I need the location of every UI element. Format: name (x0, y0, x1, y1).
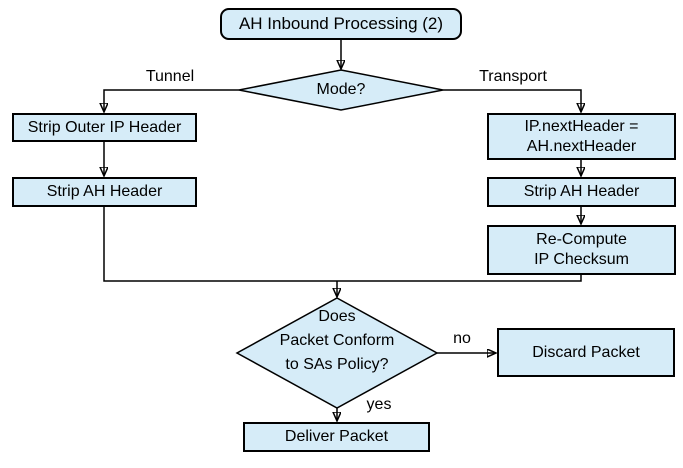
edge-right-to-merge (337, 275, 582, 282)
node-title-ah-inbound-processing: AH Inbound Processing (2) (220, 8, 462, 40)
node-recompute-ip-checksum: Re-Compute IP Checksum (487, 225, 676, 275)
edge-label-yes: yes (366, 396, 392, 413)
edge-transport-branch (443, 89, 581, 111)
edge-left-to-merge (103, 207, 337, 282)
node-strip-ah-header-left: Strip AH Header (12, 177, 197, 207)
edge-label-no: no (453, 330, 471, 347)
node-ip-nextheader: IP.nextHeader = AH.nextHeader (487, 113, 676, 160)
node-discard-packet: Discard Packet (497, 328, 675, 377)
edge-tunnel-branch (104, 89, 239, 111)
node-strip-ah-header-right: Strip AH Header (487, 177, 676, 207)
node-ip-nextheader-line2: AH.nextHeader (526, 137, 637, 155)
node-ip-nextheader-line1: IP.nextHeader = (524, 117, 639, 135)
edge-label-tunnel: Tunnel (145, 68, 195, 85)
edge-label-transport: Transport (479, 68, 547, 85)
node-deliver-packet: Deliver Packet (243, 422, 430, 452)
node-recompute-line2: IP Checksum (534, 251, 629, 268)
policy-decision-shape (235, 297, 439, 409)
mode-decision-shape (238, 69, 444, 111)
node-strip-outer-ip-header: Strip Outer IP Header (12, 113, 197, 142)
node-recompute-line1: Re-Compute (536, 231, 627, 248)
